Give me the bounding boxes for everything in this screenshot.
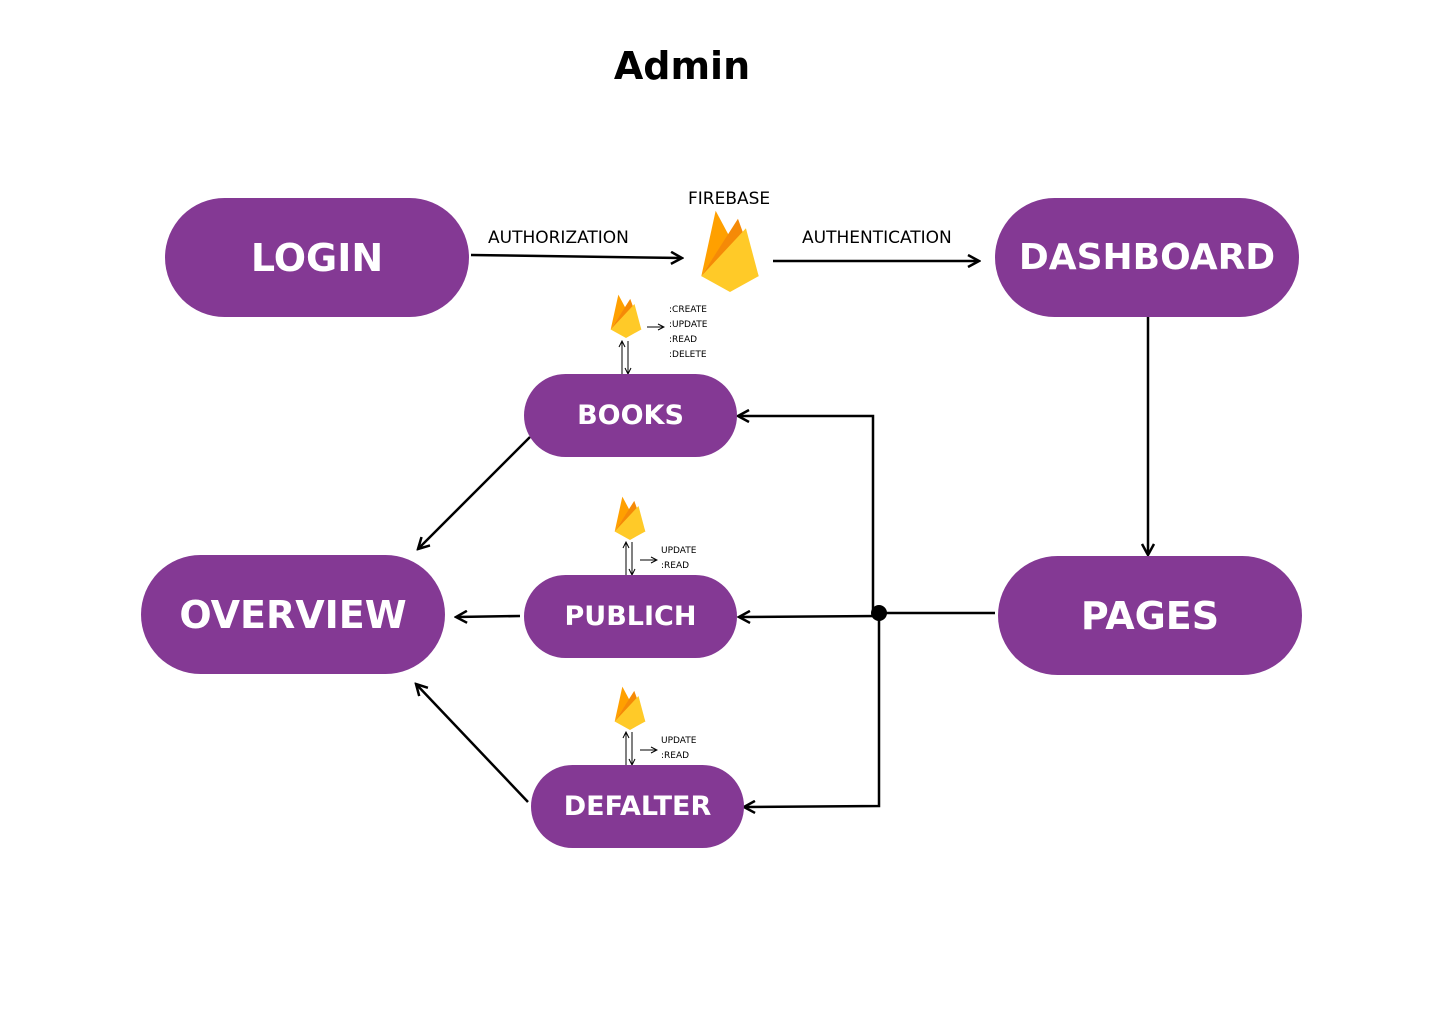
ops-item: UPDATE: [661, 546, 697, 556]
firebase-flame-icon: [610, 294, 642, 338]
ops-list-books: :CREATE :UPDATE :READ :DELETE: [669, 303, 707, 363]
node-login: LOGIN: [165, 198, 469, 317]
label-authorization: AUTHORIZATION: [488, 228, 629, 248]
edge-defalter-overview: [416, 684, 529, 803]
node-overview: OVERVIEW: [141, 555, 445, 674]
ops-item: :DELETE: [669, 350, 707, 360]
ops-item: :CREATE: [669, 305, 707, 315]
junction-dot: [871, 605, 887, 621]
edge-junction-defalter: [744, 613, 881, 807]
edge-junction-publich: [739, 616, 880, 617]
edge-publich-overview: [456, 616, 521, 617]
edge-books-overview: [418, 436, 531, 549]
node-dashboard: DASHBOARD: [995, 198, 1299, 317]
ops-item: :READ: [661, 561, 690, 571]
ops-item: UPDATE: [661, 736, 697, 746]
ops-list-defalter: UPDATE :READ: [661, 734, 696, 764]
edge-login-firebase: [470, 255, 682, 258]
ops-item: :READ: [661, 751, 690, 761]
diagram-title: Admin: [613, 44, 751, 88]
label-authentication: AUTHENTICATION: [802, 228, 952, 248]
label-firebase: FIREBASE: [688, 189, 771, 209]
ops-item: :READ: [669, 335, 698, 345]
node-defalter: DEFALTER: [531, 765, 744, 848]
ops-list-publich: UPDATE :READ: [661, 544, 696, 574]
node-books: BOOKS: [524, 374, 737, 457]
firebase-flame-icon: [614, 496, 646, 540]
ops-item: :UPDATE: [669, 320, 708, 330]
edge-junction-books: [738, 416, 875, 613]
node-publich: PUBLICH: [524, 575, 737, 658]
node-pages: PAGES: [998, 556, 1302, 675]
firebase-flame-icon: [701, 210, 759, 292]
firebase-flame-icon: [614, 686, 646, 730]
